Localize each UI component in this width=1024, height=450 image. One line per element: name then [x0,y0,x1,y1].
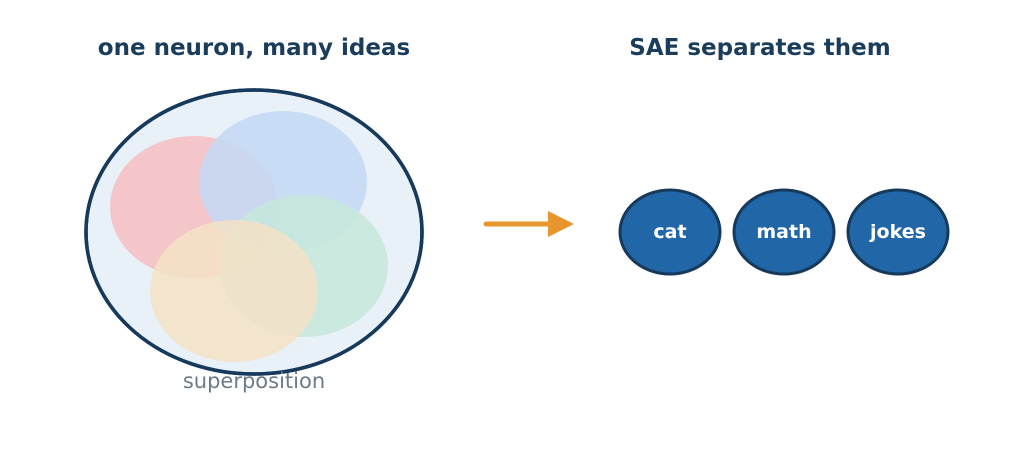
neuron-outline [84,88,424,376]
feature-circle-jokes [846,188,950,276]
yellow-blob [150,220,318,362]
feature-label-jokes: jokes [869,221,926,243]
feature-node-math: math [732,188,836,276]
feature-node-jokes: jokes [846,188,950,276]
transform-arrow [483,211,574,237]
feature-circle-math [732,188,836,276]
feature-node-cat: cat [618,188,722,276]
superposition-caption: superposition [183,369,325,393]
arrow-head [548,211,574,237]
feature-nodes: cat math jokes [618,188,950,276]
right-panel-title: SAE separates them [629,35,891,61]
left-panel-title: one neuron, many ideas [97,35,411,61]
neuron-group: superposition [84,88,424,393]
concept-blobs [110,111,388,362]
feature-label-cat: cat [653,221,686,243]
feature-label-math: math [756,221,811,243]
feature-circle-cat [618,188,722,276]
